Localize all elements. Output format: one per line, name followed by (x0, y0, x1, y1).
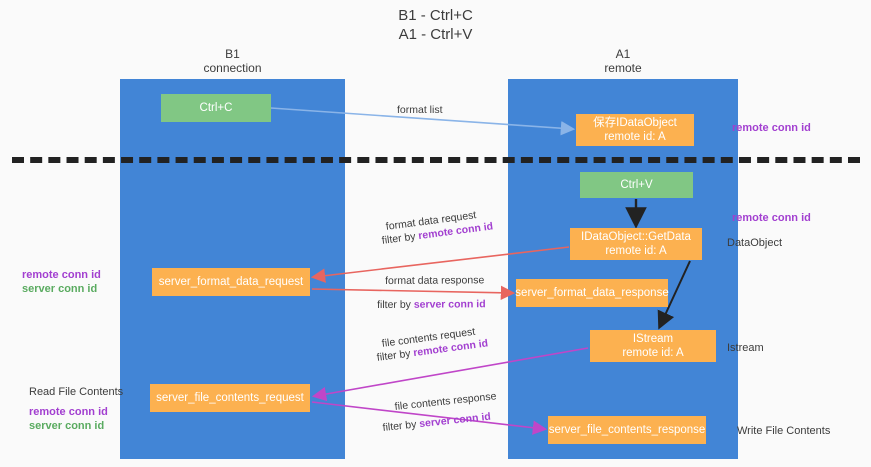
column-caption-b1: B1 connection (120, 47, 345, 75)
node-server-file-contents-request-label: server_file_contents_request (156, 392, 304, 404)
annotation-remote-conn-id-mid: remote conn id (732, 212, 811, 224)
column-caption-a1: A1 remote (508, 47, 738, 75)
annotation-remote-conn-id-top: remote conn id (732, 122, 811, 134)
node-server-file-contents-response-label: server_file_contents_response (548, 424, 706, 436)
node-save-idataobject-line1: 保存IDataObject (593, 117, 677, 129)
column-caption-b1-role: connection (203, 61, 262, 75)
node-istream-line1: IStream (632, 333, 674, 345)
node-idataobject-getdata-line1: IDataObject::GetData (581, 231, 691, 243)
node-save-idataobject-line2: remote id: A (604, 131, 666, 143)
node-ctrl-c[interactable]: Ctrl+C (161, 94, 271, 122)
filter-prefix: filter by (376, 347, 415, 364)
node-server-format-data-request[interactable]: server_format_data_request (152, 268, 310, 296)
annotation-conn-ids-lower: Read File Contents remote conn id server… (29, 385, 123, 433)
filter-key-server-conn-id: server conn id (418, 410, 492, 431)
annotation-conn-ids-upper: remote conn id server conn id (22, 268, 101, 296)
node-server-format-data-response[interactable]: server_format_data_response (515, 279, 669, 307)
page-title-line1: B1 - Ctrl+C (398, 7, 473, 24)
node-ctrl-c-label: Ctrl+C (199, 102, 233, 114)
filter-key-server-conn-id: server conn id (413, 298, 486, 311)
node-ctrl-v-label: Ctrl+V (620, 179, 653, 191)
annotation-istream: Istream (727, 342, 764, 354)
node-istream[interactable]: IStream remote id: A (590, 330, 716, 362)
node-save-idataobject[interactable]: 保存IDataObject remote id: A (576, 114, 694, 146)
node-server-file-contents-request[interactable]: server_file_contents_request (150, 384, 310, 412)
filter-prefix: filter by (382, 418, 420, 434)
node-server-format-data-response-label: server_format_data_response (515, 287, 669, 299)
annotation-server-conn-id: server conn id (29, 420, 105, 432)
node-server-file-contents-response[interactable]: server_file_contents_response (548, 416, 706, 444)
node-server-format-data-request-label: server_format_data_request (158, 276, 304, 288)
edge-label-format-data-response-filter: filter by server conn id (377, 297, 486, 312)
node-ctrl-v[interactable]: Ctrl+V (580, 172, 693, 198)
annotation-write-file-contents: Write File Contents (737, 425, 831, 437)
annotation-remote-conn-id: remote conn id (22, 269, 101, 281)
edge-label-format-data-response: format data response (385, 274, 485, 287)
annotation-read-file-contents: Read File Contents (29, 386, 124, 398)
filter-prefix: filter by (381, 230, 420, 247)
column-caption-b1-name: B1 (225, 47, 240, 61)
column-caption-a1-name: A1 (615, 47, 631, 61)
edge-label-format-list: format list (397, 104, 443, 116)
annotation-remote-conn-id: remote conn id (29, 406, 108, 418)
column-caption-a1-role: remote (604, 61, 642, 75)
filter-prefix: filter by (377, 298, 414, 311)
node-idataobject-getdata-line2: remote id: A (605, 245, 667, 257)
page-title-line2: A1 - Ctrl+V (398, 26, 473, 43)
annotation-server-conn-id: server conn id (22, 283, 98, 295)
node-idataobject-getdata[interactable]: IDataObject::GetData remote id: A (570, 228, 702, 260)
annotation-dataobject: DataObject (727, 237, 783, 249)
node-istream-line2: remote id: A (622, 347, 684, 359)
page-title: B1 - Ctrl+C A1 - Ctrl+V (0, 6, 871, 44)
phase-divider (12, 157, 860, 163)
